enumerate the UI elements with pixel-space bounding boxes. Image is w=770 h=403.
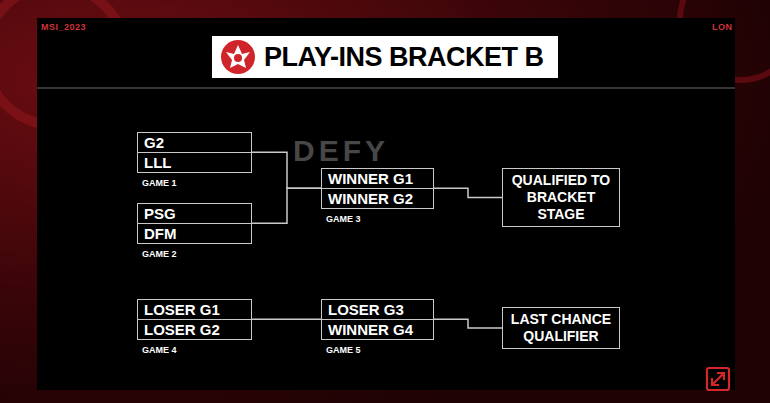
team-slot: WINNER G4 xyxy=(321,319,434,340)
corner-tag: LON xyxy=(712,22,733,32)
game-label: GAME 1 xyxy=(142,178,177,188)
team-name: LOSER G2 xyxy=(144,321,220,338)
watermark: DEFY xyxy=(293,134,389,168)
bracket-connector xyxy=(252,319,321,321)
team-name: G2 xyxy=(144,134,164,151)
result-text: LAST CHANCE QUALIFIER xyxy=(509,311,613,345)
team-slot: PSG xyxy=(137,203,252,224)
team-name: LOSER G3 xyxy=(328,301,404,318)
team-slot: LOSER G3 xyxy=(321,299,434,320)
team-name: WINNER G2 xyxy=(328,190,413,207)
team-name: DFM xyxy=(144,225,177,242)
team-slot: LOSER G2 xyxy=(137,319,252,340)
title: PLAY-INS BRACKET B xyxy=(264,42,544,73)
bracket-connector xyxy=(434,319,502,328)
team-slot: LOSER G1 xyxy=(137,299,252,320)
match-group: GAME 5LOSER G3WINNER G4 xyxy=(321,299,434,340)
bracket-connector xyxy=(252,188,321,223)
bracket-connector xyxy=(434,188,502,197)
result-text: QUALIFIED TO BRACKET STAGE xyxy=(509,172,613,223)
team-name: WINNER G4 xyxy=(328,321,413,338)
game-label: GAME 4 xyxy=(142,345,177,355)
team-slot: WINNER G2 xyxy=(321,188,434,209)
game-label: GAME 5 xyxy=(326,345,361,355)
team-name: WINNER G1 xyxy=(328,170,413,187)
msi-logo xyxy=(220,39,256,75)
title-banner: PLAY-INS BRACKET B xyxy=(212,36,558,78)
game-label: GAME 3 xyxy=(326,214,361,224)
game-label: GAME 2 xyxy=(142,249,177,259)
divider-line xyxy=(37,88,735,89)
match-group: GAME 4LOSER G1LOSER G2 xyxy=(137,299,252,340)
match-group: GAME 2PSGDFM xyxy=(137,203,252,244)
expand-icon xyxy=(707,368,729,390)
team-name: LLL xyxy=(144,154,172,171)
result-box: QUALIFIED TO BRACKET STAGE xyxy=(502,168,620,227)
team-slot: LLL xyxy=(137,152,252,173)
team-name: LOSER G1 xyxy=(144,301,220,318)
team-slot: WINNER G1 xyxy=(321,168,434,189)
corner-tag: MSI_2023 xyxy=(41,22,86,32)
match-group: GAME 1G2LLL xyxy=(137,132,252,173)
result-box: LAST CHANCE QUALIFIER xyxy=(502,307,620,349)
match-group: GAME 3WINNER G1WINNER G2 xyxy=(321,168,434,209)
team-slot: DFM xyxy=(137,223,252,244)
team-slot: G2 xyxy=(137,132,252,153)
black-panel xyxy=(37,18,735,390)
team-name: PSG xyxy=(144,205,176,222)
